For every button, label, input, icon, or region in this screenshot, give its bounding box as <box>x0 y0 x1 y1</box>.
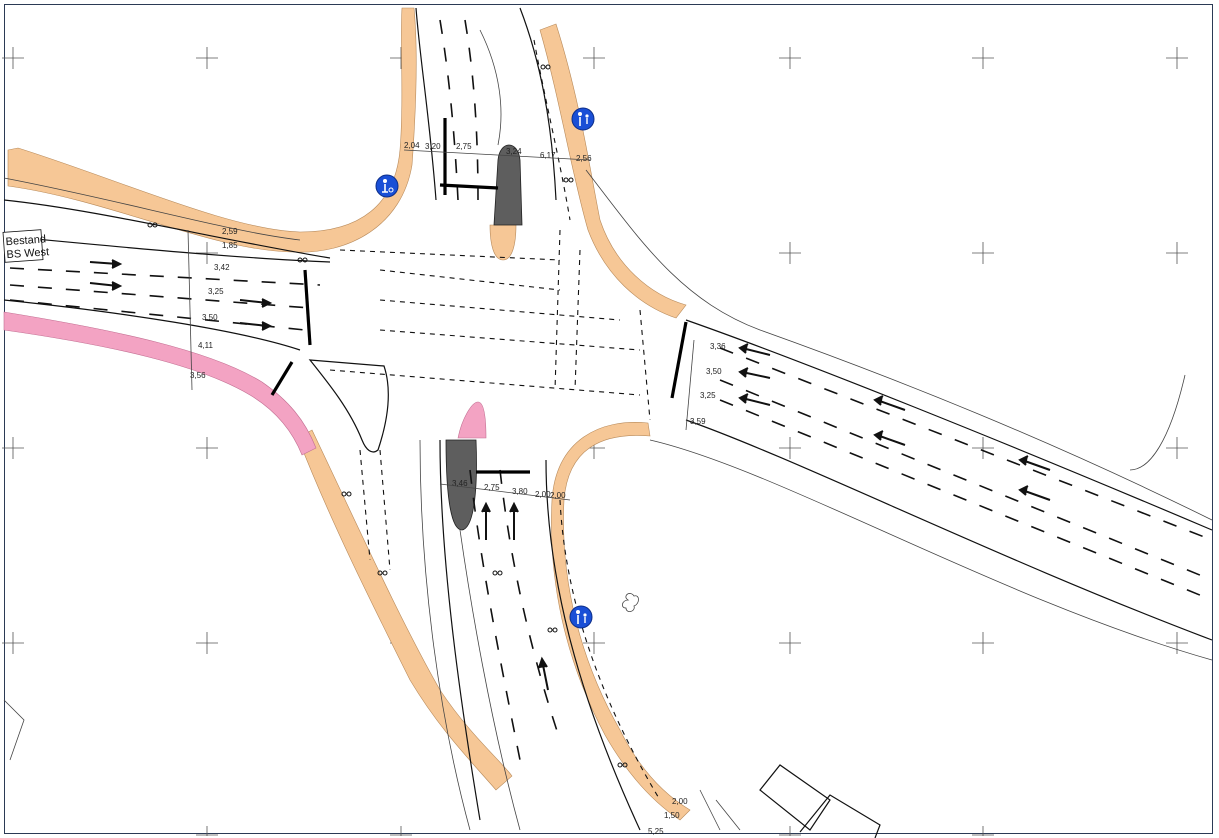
cycle-path-west <box>3 311 317 456</box>
dim-west-1: 2,59 <box>222 227 238 236</box>
drawing-frame <box>4 4 1213 834</box>
dim-west-2: 1,85 <box>222 241 238 250</box>
footpath-island-north <box>489 224 517 261</box>
sign-footpath-icon <box>569 605 593 629</box>
tree-icon <box>622 593 639 612</box>
buildings <box>699 764 881 838</box>
label-line-1: Bestand <box>5 233 46 248</box>
footpaths <box>7 7 691 821</box>
dim-south-5: 2,00 <box>550 491 566 500</box>
dim-bottom-2: 1,50 <box>664 811 680 820</box>
cycle-path-island-south <box>457 401 487 439</box>
dim-north-6: 2,56 <box>576 154 592 163</box>
dim-north-3: 2,75 <box>456 142 472 151</box>
island-west-triangle <box>308 359 389 453</box>
existing-label: Bestand BS West <box>2 229 50 263</box>
label-line-2: BS West <box>6 246 49 261</box>
dim-west-7: 3,56 <box>190 371 206 380</box>
sign-shared-path-icon <box>571 107 595 131</box>
dim-south-2: 2,75 <box>484 483 500 492</box>
dim-east-2: 3,50 <box>706 367 722 376</box>
dim-east-4: 3,59 <box>690 417 706 426</box>
signs <box>375 107 595 629</box>
dim-west-5: 3,50 <box>202 313 218 322</box>
direction-arrows <box>89 259 1051 691</box>
dim-east-1: 3,36 <box>710 342 726 351</box>
dim-north-4: 3,24 <box>506 147 522 156</box>
bicycle-markings <box>147 64 628 768</box>
dim-south-1: 3,46 <box>452 479 468 488</box>
dim-bottom-1: 2,00 <box>672 797 688 806</box>
dim-south-4: 2,00 <box>535 490 551 499</box>
sign-shared-path-icon <box>375 174 399 198</box>
cycle-paths <box>3 311 487 456</box>
dim-north-1: 2,04 <box>404 141 420 150</box>
stop-lines <box>270 118 688 474</box>
footpath-northwest <box>7 7 417 253</box>
grid-crosses <box>2 47 1188 836</box>
dim-east-3: 3,25 <box>700 391 716 400</box>
dim-west-3: 3,42 <box>214 263 230 272</box>
footpath-southwest <box>297 429 513 791</box>
dimension-lines <box>187 149 695 501</box>
footpath-southeast <box>551 422 691 821</box>
dim-bottom-3: 5,25 <box>648 827 664 836</box>
dim-north-5: 6,17 <box>540 151 556 160</box>
dim-west-4: 3,25 <box>208 287 224 296</box>
lane-markings <box>9 19 1213 801</box>
dim-west-6: 4,11 <box>198 341 214 350</box>
dim-south-3: 3,80 <box>512 487 528 496</box>
dim-north-2: 3,20 <box>425 142 441 151</box>
island-north <box>493 144 523 226</box>
footpath-northeast <box>539 23 687 319</box>
traffic-islands <box>308 144 523 531</box>
dimension-labels: 2,04 3,20 2,75 3,24 6,17 2,56 2,59 1,85 … <box>190 141 726 836</box>
road-edges <box>3 7 1213 831</box>
